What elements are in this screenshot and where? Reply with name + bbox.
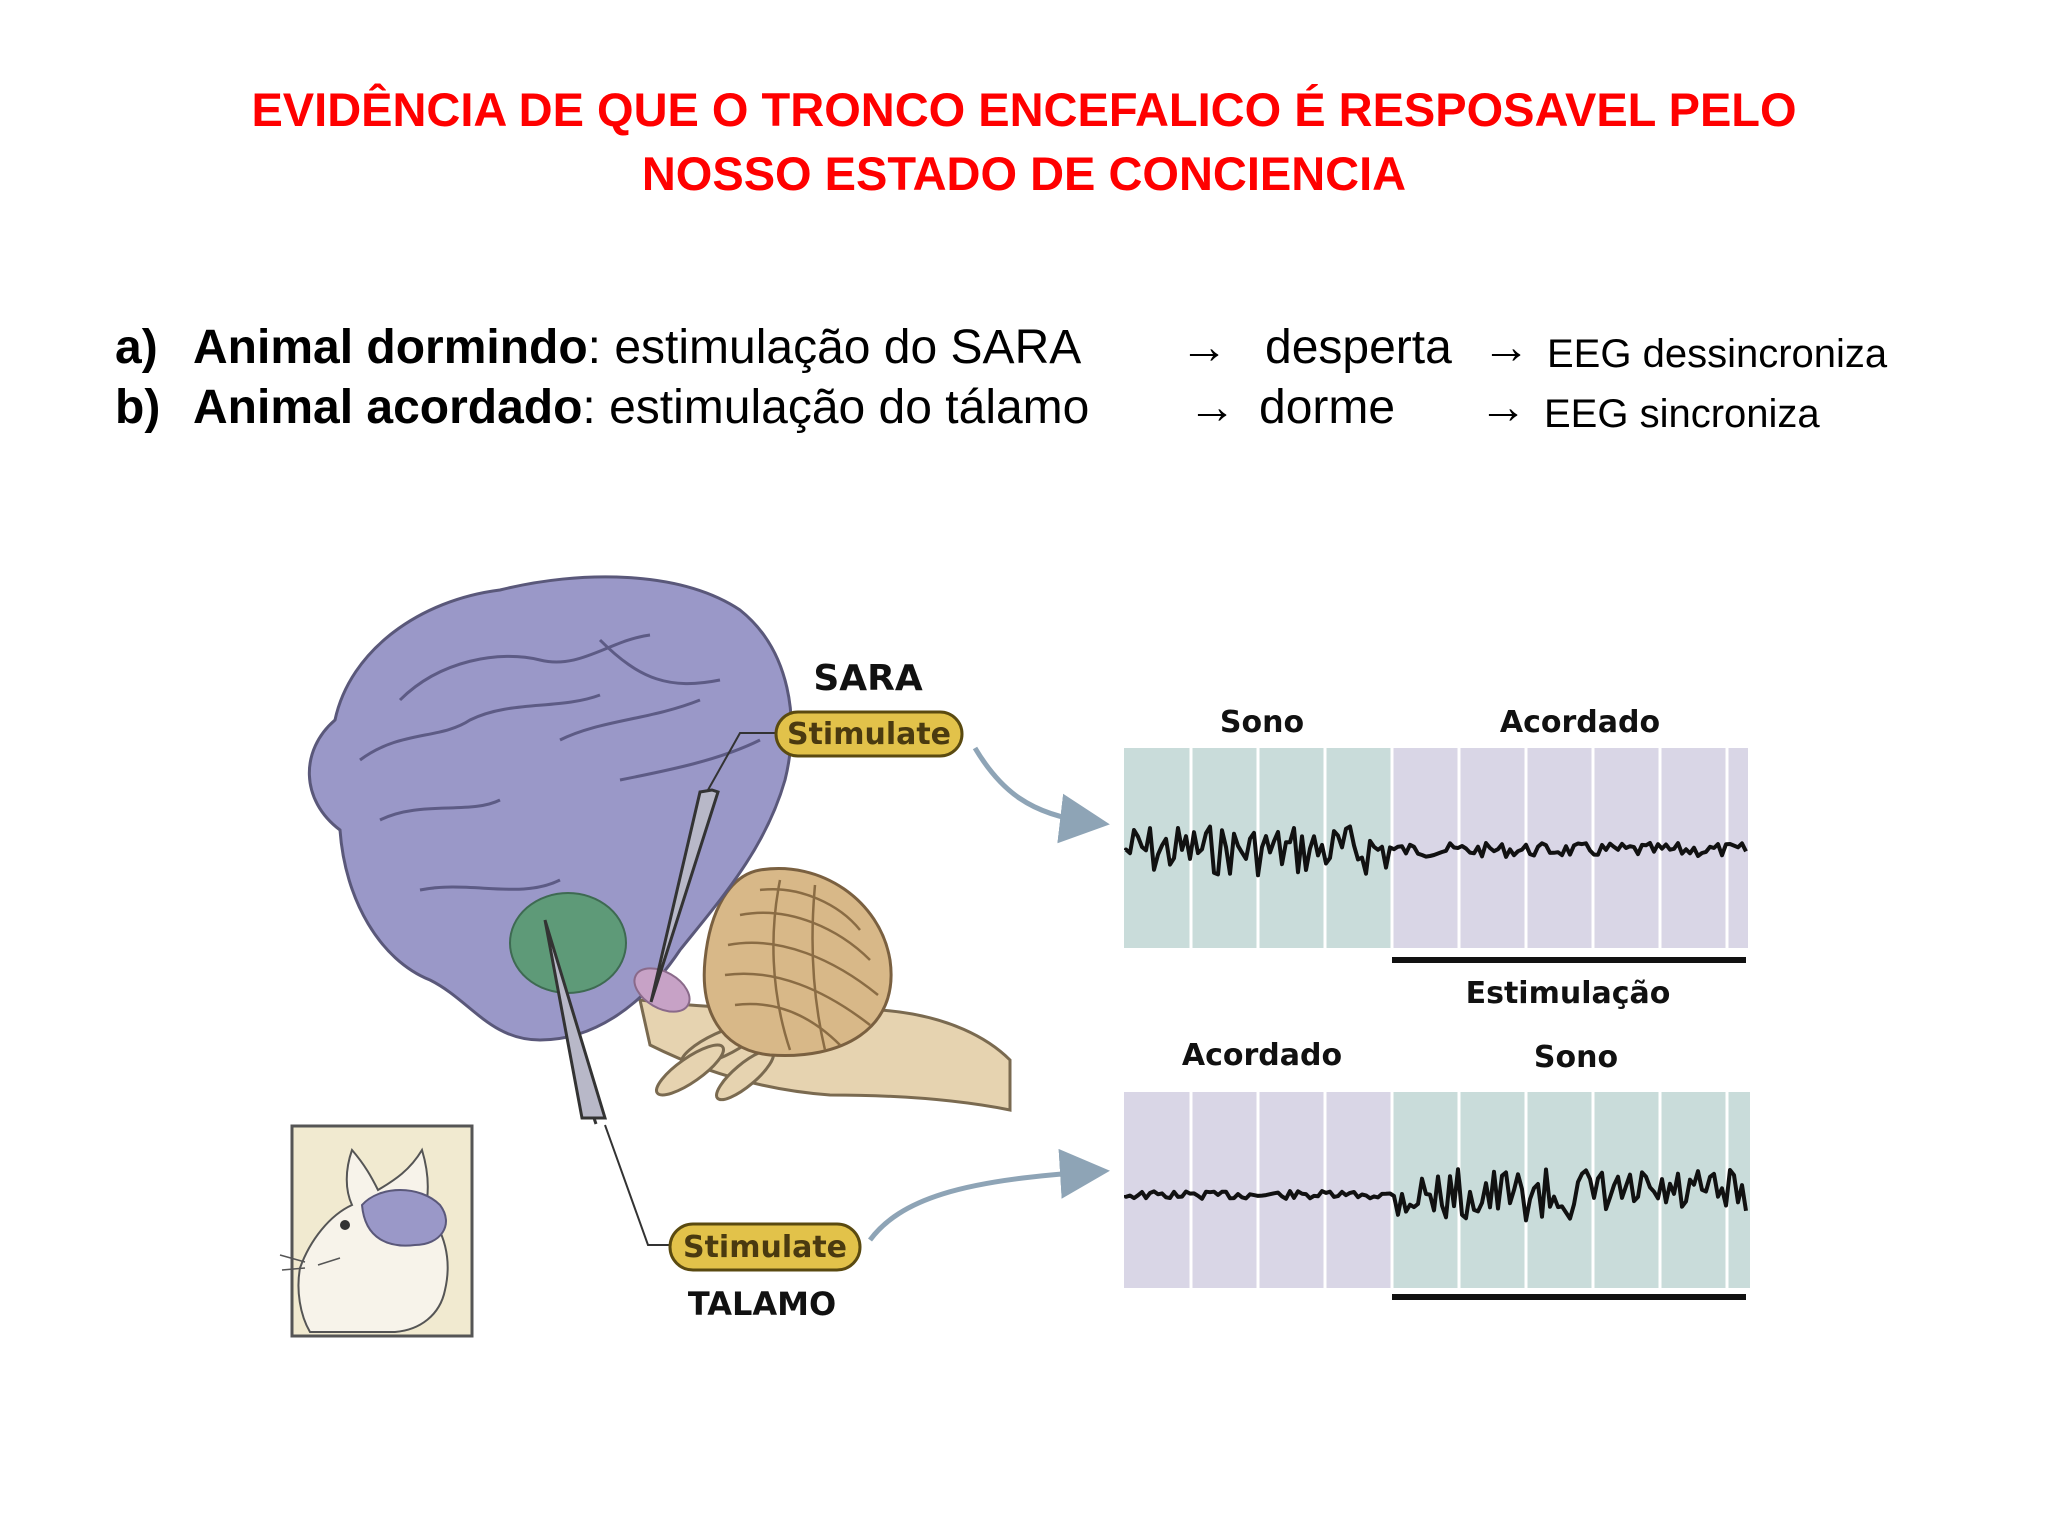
statement-text: : estimulação do tálamo [582, 381, 1090, 434]
statement-b: b) Animal acordado: estimulação do tálamo… [115, 378, 1820, 438]
statement-result: desperta [1265, 321, 1452, 374]
stimulation-label: Estimulação [1466, 976, 1671, 1011]
eeg-top-left-label: Sono [1220, 705, 1304, 740]
cerebellum-shape [702, 867, 893, 1058]
eeg-bottom-left-label: Acordado [1182, 1038, 1342, 1073]
statement-eeg: EEG sincroniza [1544, 392, 1820, 436]
eeg-bottom-right-label: Sono [1534, 1040, 1618, 1075]
arrow-icon: → [1479, 381, 1527, 434]
eeg-top-right-label: Acordado [1500, 705, 1660, 740]
eeg-trace-top [1124, 824, 1748, 878]
stimulate-badge-bottom: Stimulate [668, 1222, 862, 1272]
arrow-icon: → [1180, 321, 1228, 374]
arrow-icon: → [1482, 321, 1530, 374]
reticular-formation-shape [633, 967, 691, 1013]
cat-eye [340, 1220, 350, 1230]
sara-label: SARA [813, 658, 923, 699]
talamo-leader-line [604, 1124, 672, 1246]
eeg-panel-top: Sono Acordado Estimulação [1124, 705, 1748, 1011]
stimulate-label-bottom: Stimulate [683, 1230, 847, 1265]
thalamus-electrode-tip [592, 1117, 598, 1125]
arrow-to-bottom-eeg [868, 1148, 1110, 1242]
cerebrum-sulci [359, 633, 761, 892]
cat-whiskers [279, 1254, 341, 1271]
statement-lead: Animal acordado [193, 381, 583, 434]
arrow-icon: → [1188, 381, 1236, 434]
statement-result: dorme [1259, 381, 1396, 434]
stimulate-label-top: Stimulate [787, 717, 951, 752]
statement-text: : estimulação do SARA [587, 321, 1082, 374]
thalamus-electrode [543, 919, 608, 1120]
arrow-to-top-eeg [972, 746, 1110, 844]
thalamus-shape [509, 892, 627, 994]
sara-leader-line [707, 732, 778, 791]
statement-a: a) Animal dormindo: estimulação do SARA →… [115, 318, 1887, 378]
cerebellum-folia [724, 879, 879, 1051]
statement-eeg: EEG dessincroniza [1547, 332, 1888, 376]
title-line-2: NOSSO ESTADO DE CONCIENCIA [641, 147, 1407, 200]
slide-title: EVIDÊNCIA DE QUE O TRONCO ENCEFALICO É R… [0, 78, 2048, 206]
eeg-panel-bottom: Acordado Sono [1124, 1038, 1750, 1300]
cat-brain-inset [360, 1189, 447, 1247]
statement-marker: a) [115, 321, 158, 374]
statement-marker: b) [115, 381, 161, 434]
stimulate-badge-top: Stimulate [774, 710, 964, 758]
talamo-label: TALAMO [688, 1285, 836, 1323]
brain-illustration [307, 575, 1012, 1112]
title-line-1: EVIDÊNCIA DE QUE O TRONCO ENCEFALICO É R… [251, 83, 1797, 136]
statement-lead: Animal dormindo [193, 321, 588, 374]
eeg-trace-bottom [1124, 1167, 1748, 1223]
sara-electrode [649, 788, 720, 1003]
cat-inset [279, 1124, 474, 1338]
